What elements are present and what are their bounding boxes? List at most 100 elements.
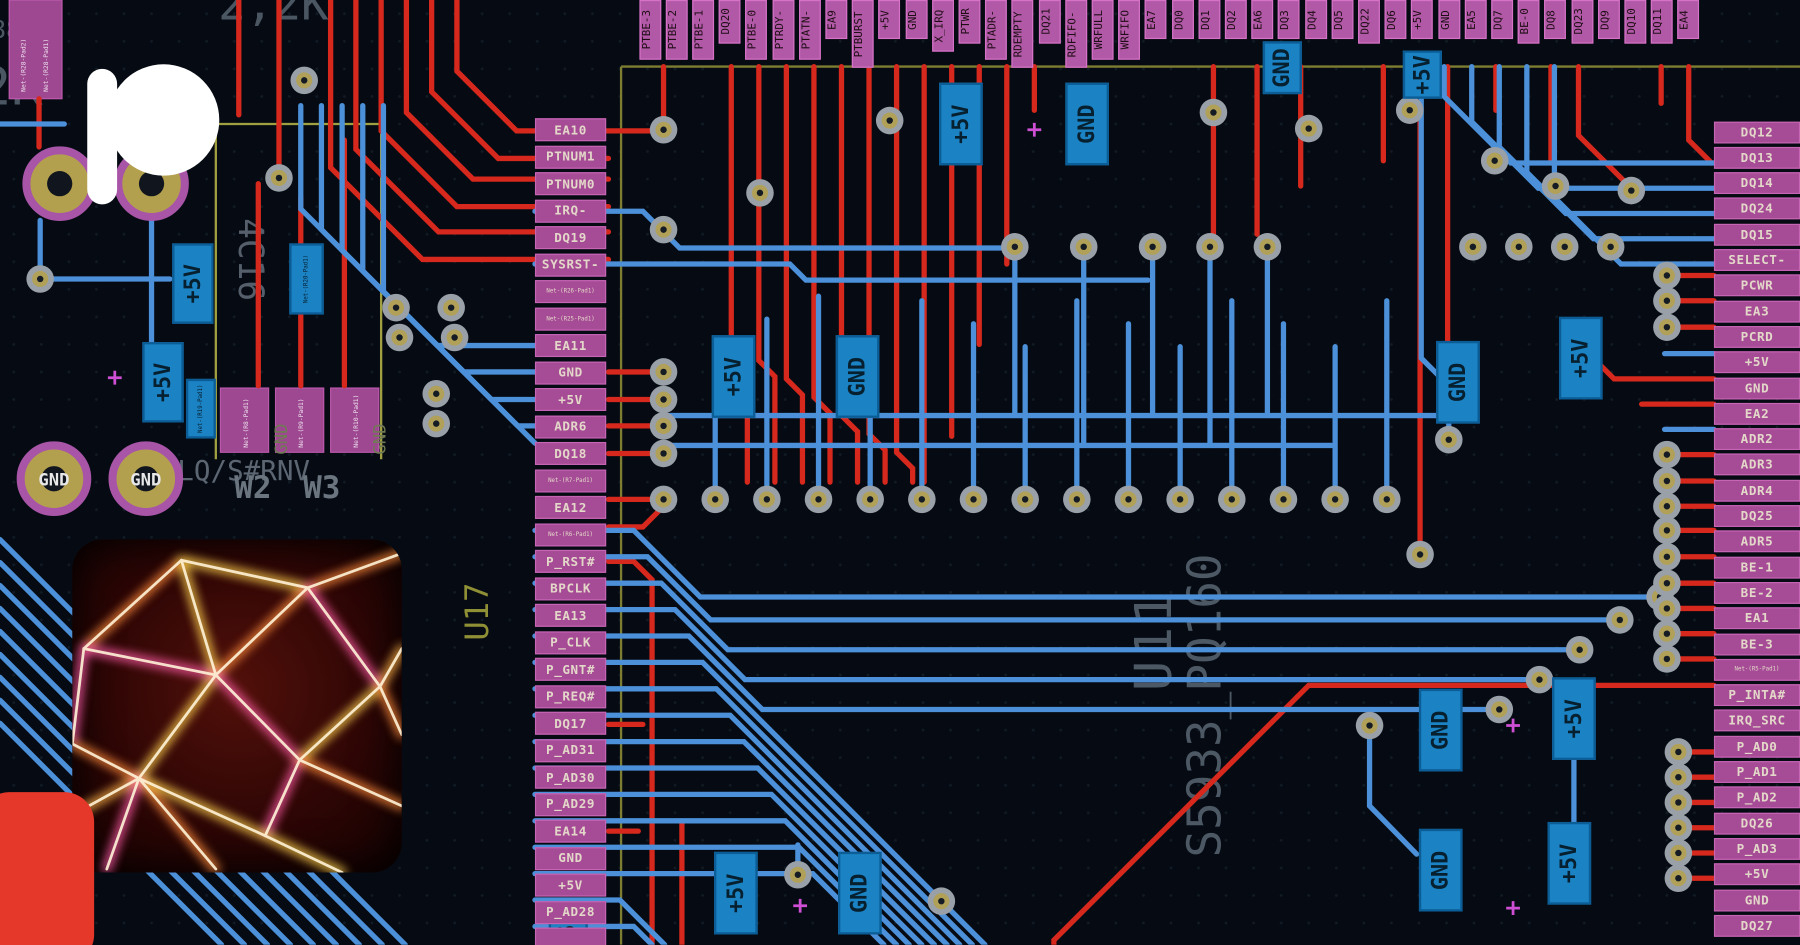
via[interactable] [1653, 287, 1681, 315]
pin-pad-right[interactable]: P_AD1 [1713, 761, 1800, 783]
pin-pad-left[interactable]: P_CLK [534, 630, 607, 654]
via[interactable] [1011, 485, 1039, 514]
pin-pad-left[interactable]: EA12 [534, 495, 607, 519]
pin-pad-left[interactable]: P_REQ# [534, 684, 607, 708]
via[interactable] [26, 265, 54, 293]
trace-segment[interactable] [532, 261, 1151, 283]
via[interactable] [1653, 467, 1681, 495]
via[interactable] [649, 439, 678, 468]
pin-pad-right[interactable]: ADR5 [1713, 530, 1800, 553]
pin-pad-left[interactable]: IRQ- [534, 199, 607, 223]
via[interactable] [875, 106, 904, 135]
pin-pad-right[interactable]: P_INTA# [1713, 684, 1800, 707]
pin-pad-right[interactable]: BE-1 [1713, 556, 1800, 579]
pin-pad-right[interactable]: EA3 [1713, 300, 1800, 323]
power-net-label[interactable]: Net-(R20-Pad1) [289, 243, 324, 315]
via[interactable] [437, 293, 465, 322]
via[interactable] [1653, 569, 1681, 597]
power-net-label[interactable]: GND [835, 335, 880, 418]
power-net-label[interactable]: +5V [1552, 677, 1596, 760]
pin-pad-left[interactable]: Net-(R7-Pad1) [534, 468, 607, 492]
pin-pad-right[interactable]: DQ15 [1713, 223, 1800, 246]
power-net-label[interactable]: Net-(R19-Pad1) [185, 378, 216, 439]
via[interactable] [1166, 485, 1194, 514]
via[interactable] [1596, 233, 1625, 261]
trace-segment[interactable] [605, 558, 655, 945]
pin-pad-top[interactable]: PTADR- [985, 0, 1007, 60]
pin-pad-right[interactable]: GND [1713, 377, 1800, 399]
pin-pad-top[interactable]: DQ2 [1224, 0, 1247, 40]
module-reference[interactable]: 4C16 [229, 218, 270, 302]
via[interactable] [1505, 233, 1533, 261]
pin-pad-right[interactable]: DQ24 [1713, 197, 1800, 220]
trace-segment[interactable] [327, 0, 612, 263]
pin-pad-top[interactable]: PTWR [958, 0, 981, 44]
via[interactable] [908, 485, 936, 514]
via[interactable] [1653, 516, 1681, 545]
via[interactable] [422, 379, 451, 408]
via[interactable] [1664, 738, 1693, 766]
pin-pad-left[interactable]: P_AD29 [534, 792, 607, 816]
pin-pad-top[interactable]: DQ10 [1624, 0, 1647, 44]
via[interactable] [1653, 594, 1681, 623]
pin-pad-right[interactable]: P_AD3 [1713, 837, 1800, 860]
via[interactable] [1485, 695, 1514, 724]
pin-pad-left[interactable]: +5V [534, 388, 607, 411]
pin-pad-left[interactable]: DQ17 [534, 711, 607, 735]
pin-pad-left[interactable]: EA11 [534, 334, 607, 358]
pin-pad-top[interactable]: DQ0 [1171, 0, 1194, 40]
pin-pad-left[interactable]: GND [534, 361, 607, 385]
via[interactable] [1664, 839, 1693, 867]
pin-pad-right[interactable]: PCRD [1713, 325, 1800, 348]
via[interactable] [1355, 711, 1384, 740]
pin-pad-top[interactable]: PTBE-2 [665, 0, 688, 60]
trace-segment[interactable] [532, 527, 1661, 600]
pin-pad-top[interactable]: +5V [1411, 0, 1434, 40]
via[interactable] [1550, 233, 1579, 261]
pin-pad-left[interactable]: P_AD30 [534, 765, 607, 789]
pin-pad-right[interactable]: ADR2 [1713, 428, 1800, 451]
pin-pad-top[interactable]: WRFIFO [1118, 0, 1141, 60]
pin-pad-right[interactable]: ADR3 [1713, 453, 1800, 476]
via[interactable] [804, 485, 833, 514]
power-net-label[interactable]: +5V [1558, 316, 1603, 400]
pin-pad-left[interactable]: BPCLK [534, 576, 607, 600]
via[interactable] [1606, 606, 1634, 634]
via[interactable] [440, 323, 469, 352]
via[interactable] [1653, 261, 1681, 290]
via[interactable] [649, 485, 678, 514]
via[interactable] [382, 293, 410, 322]
pin-pad-left[interactable]: ADR6 [534, 415, 607, 438]
resistor-pad[interactable]: Net-(R8-Pad1) [219, 387, 270, 453]
via[interactable] [649, 358, 678, 386]
pin-pad-right[interactable]: DQ27 [1713, 914, 1800, 937]
trace-segment[interactable] [353, 0, 612, 235]
via[interactable] [856, 485, 884, 514]
via[interactable] [1069, 233, 1098, 261]
via[interactable] [649, 115, 678, 144]
via[interactable] [1664, 864, 1693, 892]
trace-segment[interactable] [298, 102, 538, 349]
via[interactable] [1653, 313, 1681, 341]
trace-segment[interactable] [1469, 63, 1717, 191]
via[interactable] [1525, 665, 1554, 694]
trace-segment[interactable] [728, 63, 750, 485]
via[interactable] [1196, 233, 1224, 261]
pin-pad-right[interactable]: IRQ_SRC [1713, 709, 1800, 732]
pin-pad-top[interactable]: PTRDY- [772, 0, 794, 60]
pin-pad-left[interactable]: EA13 [534, 603, 607, 627]
power-net-label[interactable]: GND [1065, 82, 1109, 166]
pin-pad-right[interactable]: PCWR [1713, 274, 1800, 297]
pin-pad-top[interactable]: EA7 [1144, 0, 1167, 40]
via[interactable] [1199, 98, 1228, 127]
pin-pad-top[interactable]: RDFIFO- [1064, 0, 1087, 68]
pin-pad-top[interactable]: PTBE-1 [692, 0, 714, 60]
pin-pad-top[interactable]: DQ3 [1278, 0, 1300, 40]
pin-pad-top[interactable]: DQ20 [718, 0, 741, 44]
via[interactable] [1373, 485, 1401, 514]
via[interactable] [649, 412, 678, 440]
trace-segment[interactable] [532, 633, 1500, 713]
pin-pad-top[interactable]: DQ21 [1038, 0, 1061, 44]
power-net-label[interactable]: +5V [714, 851, 758, 935]
